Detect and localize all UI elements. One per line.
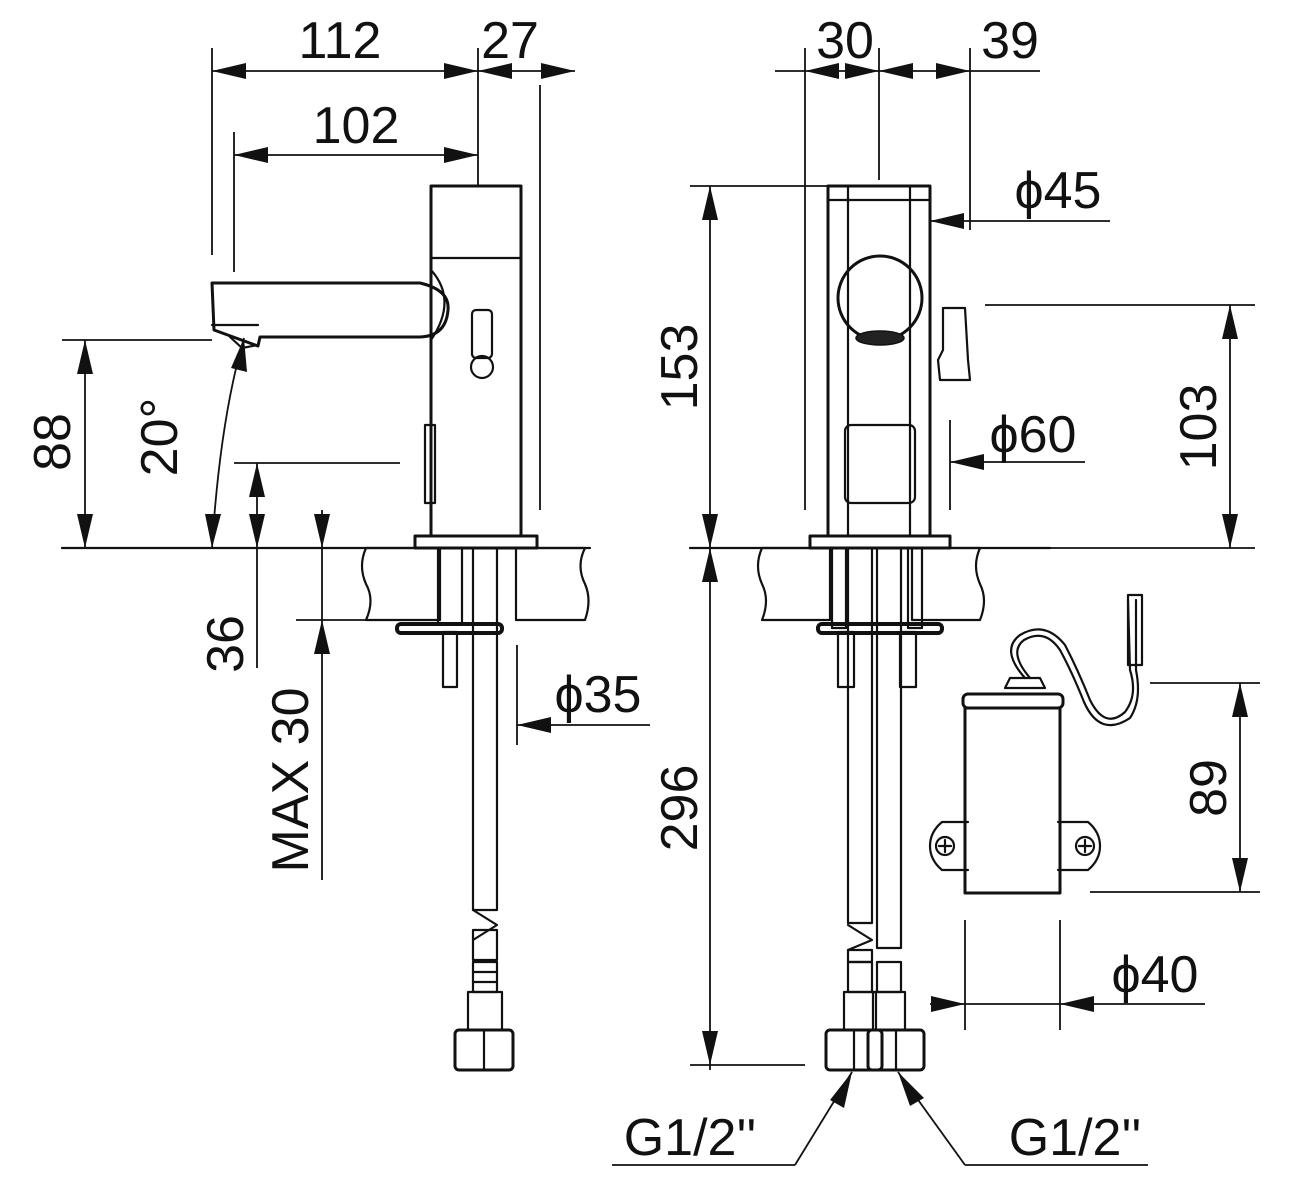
dim-36-label: 36 bbox=[197, 615, 255, 673]
dim-153-label: 153 bbox=[651, 324, 709, 411]
dim-89-label: 89 bbox=[1180, 759, 1238, 817]
dim-max30-label: MAX 30 bbox=[262, 688, 320, 873]
dim-102-label: 102 bbox=[313, 97, 400, 155]
dim-27-label: 27 bbox=[481, 12, 539, 70]
dim-103-label: 103 bbox=[1170, 384, 1228, 471]
thread-label-left: G1/2'' bbox=[624, 1109, 757, 1167]
dim-30-label: 30 bbox=[816, 12, 874, 70]
dim-112-label: 112 bbox=[299, 12, 382, 70]
thread-label-right: G1/2'' bbox=[1009, 1109, 1142, 1167]
dim-phi35-label: ϕ35 bbox=[555, 666, 642, 724]
dim-20deg-label: 20° bbox=[131, 398, 189, 477]
dim-296-label: 296 bbox=[651, 765, 709, 852]
dim-phi40-label: ϕ40 bbox=[1112, 946, 1199, 1004]
dim-88-label: 88 bbox=[24, 413, 82, 471]
dim-phi60-label: ϕ60 bbox=[990, 406, 1077, 464]
dim-39-label: 39 bbox=[981, 12, 1039, 70]
dim-phi45-label: ϕ45 bbox=[1015, 162, 1102, 220]
front-view: 30 39 bbox=[612, 12, 1255, 1167]
side-view: 112 27 102 bbox=[24, 12, 650, 1072]
control-box: 89 ϕ40 bbox=[928, 593, 1260, 1030]
